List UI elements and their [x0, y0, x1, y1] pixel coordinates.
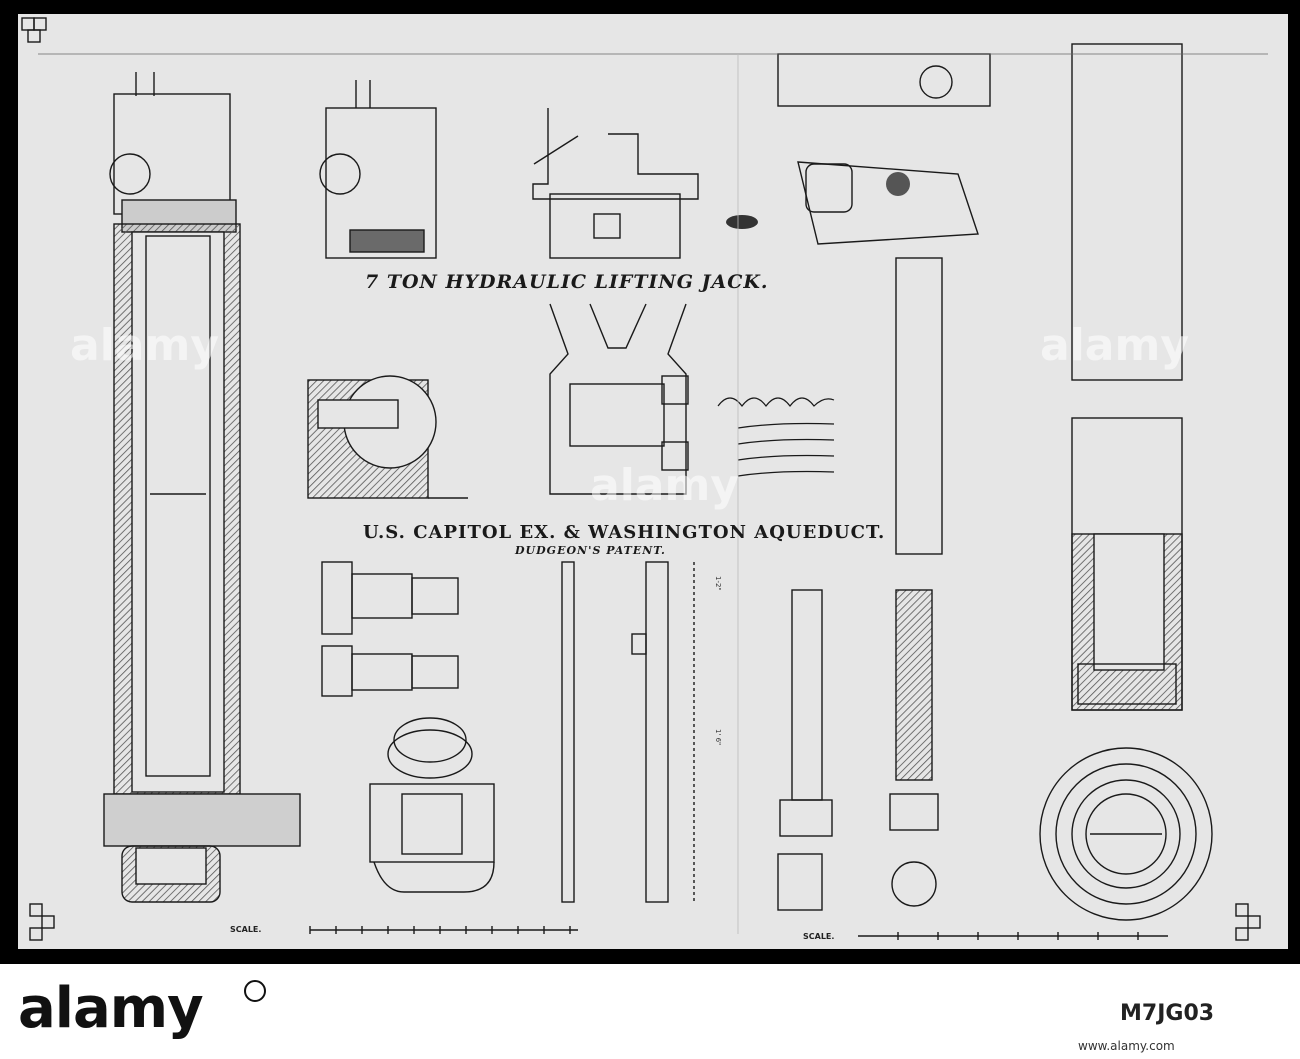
lever-bars — [561, 561, 695, 903]
corner-mark-tl — [21, 17, 47, 43]
corner-mark-bl — [29, 903, 55, 941]
watermark-footer — [0, 964, 1300, 1059]
pin-views — [321, 561, 459, 697]
dimension-top: 1-2" — [714, 576, 722, 591]
head-section-view — [319, 80, 437, 259]
scale-bar-left — [309, 926, 578, 934]
watermark-url: www.alamy.com — [1078, 1039, 1175, 1053]
signature — [717, 397, 835, 477]
drawing-subtitle: U.S. CAPITOL EX. & WASHINGTON AQUEDUCT. — [363, 522, 886, 543]
dimension-bottom: 1' 6" — [714, 729, 722, 746]
drawing-sheet: 7 TON HYDRAULIC LIFTING JACK. U.S. CAPIT… — [18, 14, 1288, 949]
base-plan-view — [1039, 747, 1213, 921]
plunger-views — [777, 257, 943, 911]
drawing-title: 7 TON HYDRAULIC LIFTING JACK. — [365, 271, 769, 293]
watermark-brand-center: alamy — [590, 460, 739, 511]
cylinder-section-view — [1071, 43, 1183, 711]
patent-label: DUDGEON'S PATENT. — [515, 544, 666, 557]
handle-socket-view — [726, 53, 991, 245]
jack-long-section — [103, 72, 301, 903]
lifting-claw-view — [549, 303, 689, 495]
image-id: M7JG03 — [1120, 1001, 1215, 1026]
scale-label-left: SCALE. — [230, 925, 262, 934]
scale-bar-right — [858, 932, 1168, 940]
pivot-section-view — [307, 375, 468, 499]
corner-mark-br — [1235, 903, 1261, 941]
engineering-drawing — [21, 17, 1268, 941]
logo-mark-icon — [244, 980, 266, 1002]
watermark-brand-right: alamy — [1040, 320, 1189, 371]
ram-head-view — [369, 717, 495, 893]
watermark-logo: alamy — [18, 976, 204, 1041]
scale-label-right: SCALE. — [803, 932, 835, 941]
ratchet-side-view — [532, 108, 699, 259]
watermark-brand-left: alamy — [70, 320, 219, 371]
